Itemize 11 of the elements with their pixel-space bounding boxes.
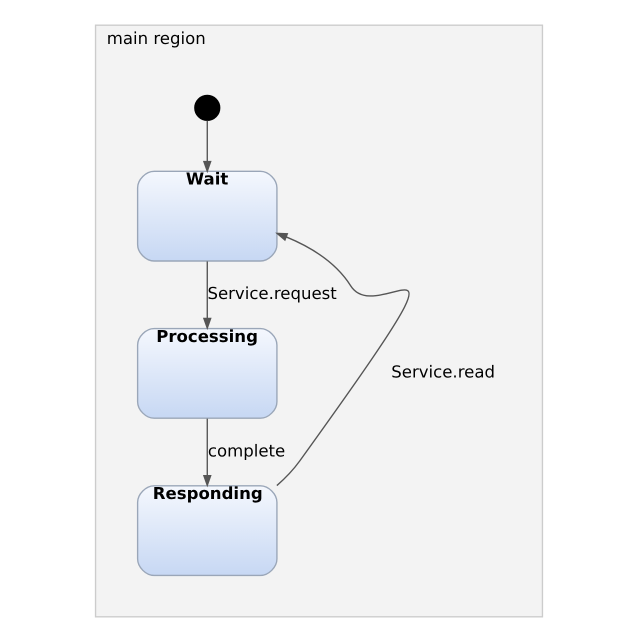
arrow <box>275 232 410 486</box>
arrow <box>202 418 212 488</box>
edge-label: complete <box>208 441 286 460</box>
arrow <box>202 120 212 174</box>
edge-label: Service.read <box>391 362 495 382</box>
node-box: Responding <box>136 485 278 576</box>
node-circle <box>194 94 220 121</box>
arrow <box>202 261 212 330</box>
node-box: Wait <box>136 170 278 262</box>
edge-label: Service.request <box>207 284 337 304</box>
node-box: Processing <box>136 328 278 419</box>
